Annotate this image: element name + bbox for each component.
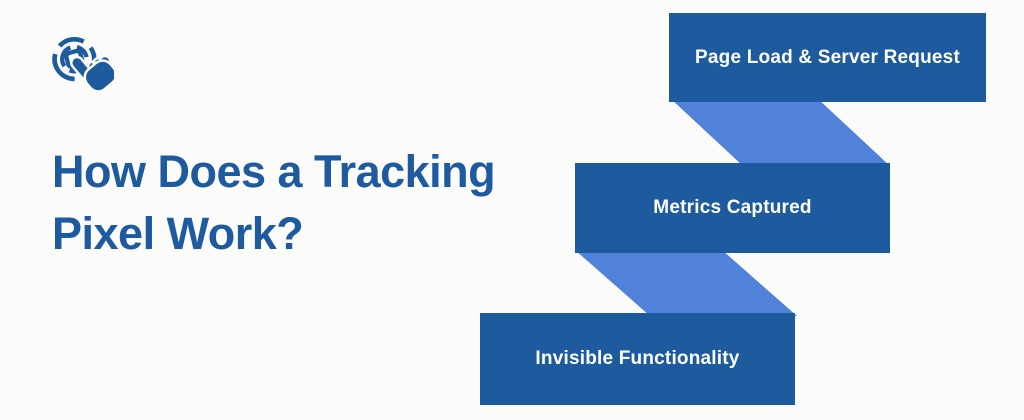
step-label: Metrics Captured	[653, 197, 812, 218]
ribbon-connector-2	[575, 250, 797, 316]
ribbon-connector-1	[670, 98, 890, 166]
step-box-invisible-functionality: Invisible Functionality	[480, 313, 795, 405]
pointing-hand-icon	[70, 54, 118, 93]
page-title-line-1: How Does a Tracking	[52, 146, 496, 197]
page-title: How Does a Tracking Pixel Work?	[52, 141, 632, 265]
step-box-page-load-server-request: Page Load & Server Request	[669, 13, 986, 102]
step-box-metrics-captured: Metrics Captured	[575, 163, 890, 253]
step-label: Invisible Functionality	[535, 348, 740, 369]
page-title-line-2: Pixel Work?	[52, 208, 304, 259]
step-label: Page Load & Server Request	[695, 46, 960, 68]
click-tracking-icon	[48, 32, 118, 102]
